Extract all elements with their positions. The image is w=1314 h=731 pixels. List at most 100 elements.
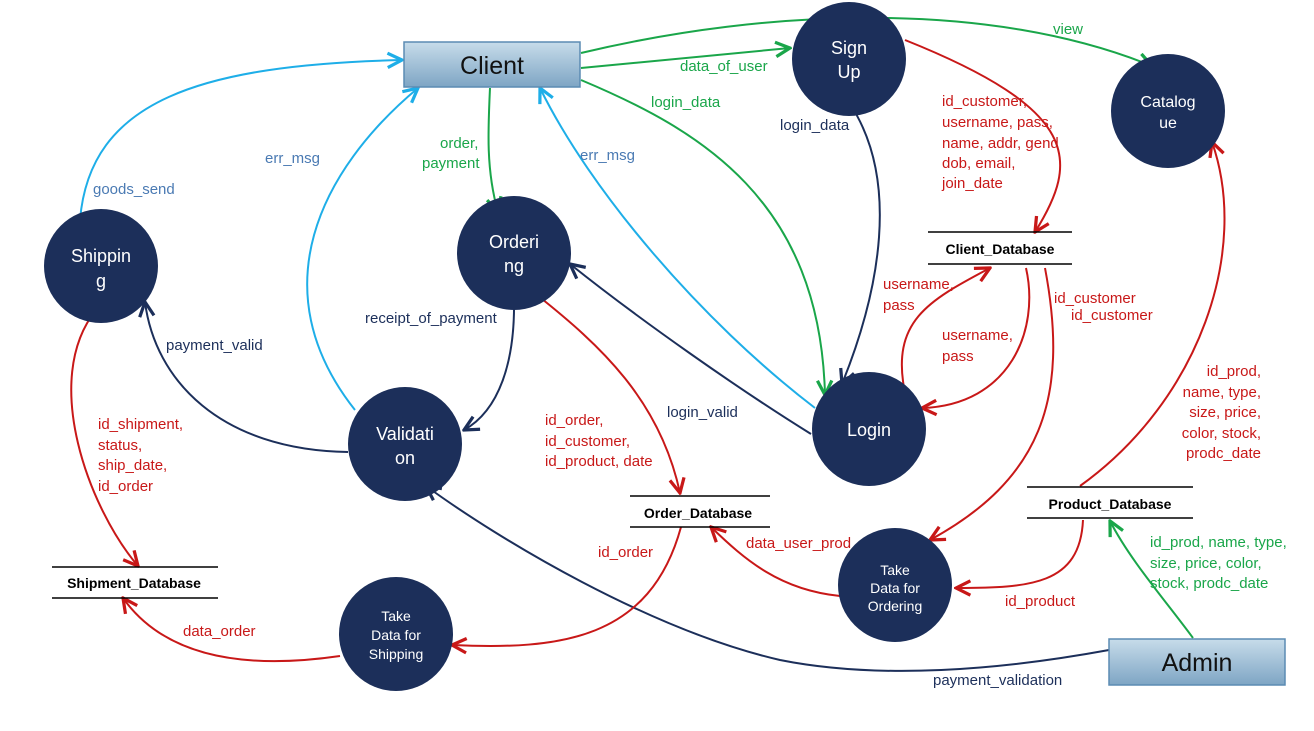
store-client-db[interactable]: Client_Database [928, 231, 1072, 265]
label-client-fields-5: join_date [941, 175, 1003, 192]
process-catalogue[interactable]: Catalog ue [1111, 54, 1225, 168]
flow-shipping-to-client [79, 60, 402, 221]
shipment-db-label: Shipment_Database [67, 575, 201, 591]
take-order-label-1: Take [880, 562, 910, 578]
flow-admin-to-product-db [1110, 521, 1194, 639]
shipping-label-1: Shippin [71, 246, 131, 266]
flow-login-to-ordering [570, 264, 812, 435]
flow-order-db-to-take-ship [452, 526, 682, 646]
label-view: view [1053, 21, 1083, 38]
process-validation[interactable]: Validati on [348, 387, 462, 501]
flow-signup-to-client-db [904, 39, 1062, 232]
login-label: Login [847, 420, 891, 440]
label-order-fields-2: id_customer, [545, 433, 630, 450]
ordering-label-2: ng [504, 256, 524, 276]
store-order-db[interactable]: Order_Database [630, 495, 770, 528]
label-product-fields-green-1: id_prod, name, type, [1150, 534, 1287, 551]
take-ship-label-2: Data for [371, 627, 421, 643]
flow-shipping-to-shipment-db [70, 309, 138, 566]
label-product-fields-red-2: name, type, [1183, 384, 1261, 401]
store-product-db[interactable]: Product_Database [1027, 486, 1193, 519]
label-order-payment-1: order, [440, 135, 478, 152]
ordering-label-1: Orderi [489, 232, 539, 252]
label-id-order: id_order [598, 544, 653, 561]
label-product-fields-green-3: stock, prodc_date [1150, 575, 1268, 592]
flow-product-db-to-catalogue [1079, 142, 1226, 487]
process-shipping[interactable]: Shippin g [44, 209, 158, 323]
label-data-user-prod: data_user_prod [746, 535, 851, 552]
flow-admin-to-validation [426, 486, 1110, 672]
label-product-fields-red-5: prodc_date [1186, 445, 1261, 462]
shipping-label-2: g [96, 271, 106, 291]
label-err-msg-left: err_msg [265, 150, 320, 167]
label-id-customer-2: id_customer [1071, 307, 1153, 324]
signup-label-2: Up [837, 62, 860, 82]
validation-label-1: Validati [376, 424, 434, 444]
label-username-pass-1b: pass [883, 297, 915, 314]
flow-login-to-client-db [900, 268, 990, 394]
label-client-fields-3: name, addr, gend [942, 135, 1059, 152]
label-username-pass-1a: username, [883, 276, 954, 293]
label-order-payment-2: payment [422, 155, 480, 172]
label-client-fields-4: dob, email, [942, 155, 1015, 172]
label-client-fields-2: username, pass, [942, 114, 1053, 131]
flow-labels: view data_of_user login_data order, paym… [93, 21, 1287, 689]
label-payment-valid: payment_valid [166, 337, 263, 354]
label-receipt-of-payment: receipt_of_payment [365, 310, 498, 327]
label-client-fields-1: id_customer, [942, 93, 1027, 110]
flow-client-to-signup [580, 48, 790, 69]
label-id-customer-1: id_customer [1054, 290, 1136, 307]
flow-signup-to-login [842, 103, 881, 384]
admin-entity[interactable]: Admin [1108, 638, 1286, 686]
label-username-pass-2b: pass [942, 348, 974, 365]
process-ordering[interactable]: Orderi ng [457, 196, 571, 310]
take-ship-label-3: Shipping [369, 646, 424, 662]
process-take-data-shipping[interactable]: Take Data for Shipping [339, 577, 453, 691]
label-goods-send: goods_send [93, 181, 175, 198]
process-login[interactable]: Login [812, 372, 926, 486]
flow-take-order-to-order-db [711, 527, 841, 597]
label-data-of-user: data_of_user [680, 58, 768, 75]
admin-label: Admin [1162, 649, 1233, 677]
label-id-product: id_product [1005, 593, 1076, 610]
label-product-fields-red-3: size, price, [1189, 404, 1261, 421]
label-product-fields-green-2: size, price, color, [1150, 555, 1262, 572]
client-label: Client [460, 52, 524, 80]
label-data-order: data_order [183, 623, 256, 640]
store-shipment-db[interactable]: Shipment_Database [52, 566, 218, 599]
flow-client-db-to-login [922, 267, 1031, 408]
catalogue-label-1: Catalog [1140, 94, 1195, 111]
flow-ordering-to-order-db [536, 294, 680, 493]
flows [70, 16, 1226, 672]
label-login-valid: login_valid [667, 404, 738, 421]
take-order-label-3: Ordering [868, 598, 922, 614]
label-product-fields-red-1: id_prod, [1207, 363, 1261, 380]
take-order-label-2: Data for [870, 580, 920, 596]
label-login-data-navy: login_data [780, 117, 850, 134]
flow-login-to-client [540, 88, 816, 409]
flow-take-ship-to-shipment-db [123, 598, 341, 663]
catalogue-label-2: ue [1159, 115, 1177, 132]
label-payment-validation: payment_validation [933, 672, 1062, 689]
order-db-label: Order_Database [644, 505, 752, 521]
flow-client-to-ordering [488, 87, 498, 212]
product-db-label: Product_Database [1049, 496, 1172, 512]
client-entity[interactable]: Client [403, 41, 581, 88]
flow-product-db-to-take-order [956, 519, 1084, 588]
flow-validation-to-client [306, 88, 418, 411]
take-ship-label-1: Take [381, 608, 411, 624]
process-signup[interactable]: Sign Up [792, 2, 906, 116]
label-err-msg-mid: err_msg [580, 147, 635, 164]
flow-ordering-to-validation [464, 299, 516, 430]
label-shipment-fields-3: ship_date, [98, 457, 167, 474]
label-order-fields-1: id_order, [545, 412, 603, 429]
signup-label-1: Sign [831, 38, 867, 58]
flow-validation-to-shipping [145, 302, 349, 453]
client-db-label: Client_Database [946, 241, 1055, 257]
validation-label-2: on [395, 448, 415, 468]
flow-client-db-to-take-order [930, 267, 1055, 540]
process-take-data-ordering[interactable]: Take Data for Ordering [838, 528, 952, 642]
label-username-pass-2a: username, [942, 327, 1013, 344]
label-shipment-fields-4: id_order [98, 478, 153, 495]
